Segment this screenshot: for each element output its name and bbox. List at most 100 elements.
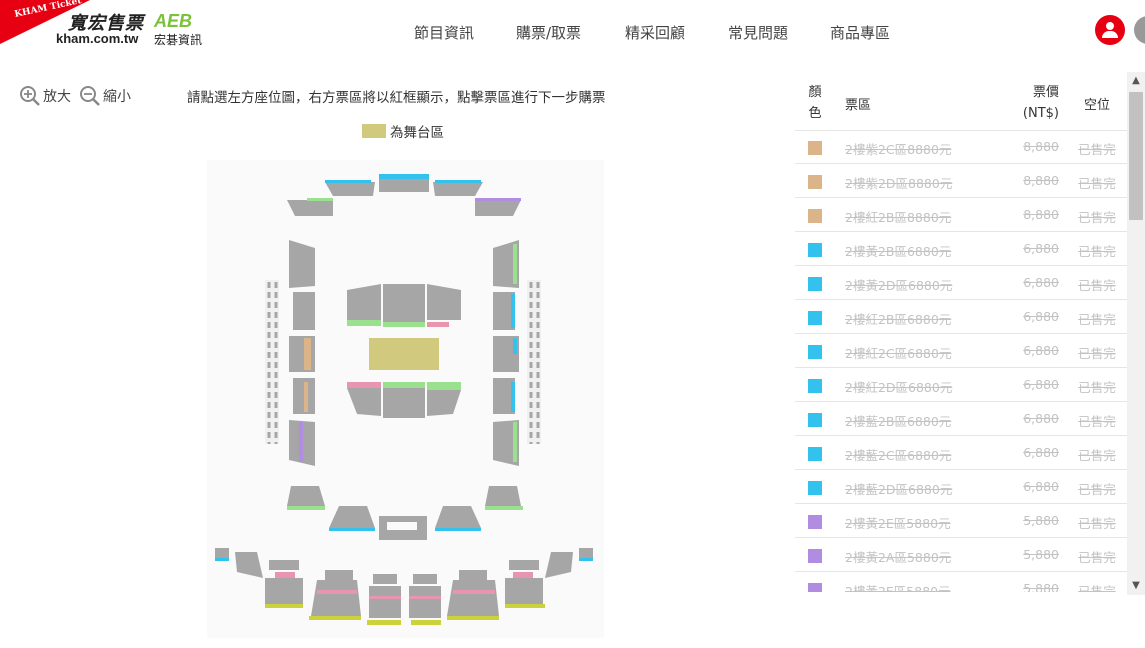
seat-section[interactable] <box>493 292 515 330</box>
seat-section[interactable] <box>447 580 499 616</box>
seat-section[interactable] <box>505 578 543 604</box>
seat-section[interactable] <box>511 294 515 328</box>
seat-section[interactable] <box>485 486 521 506</box>
seat-section[interactable] <box>325 182 375 196</box>
seat-section[interactable] <box>347 382 381 388</box>
seat-section[interactable] <box>411 620 441 625</box>
seat-section[interactable] <box>435 180 481 183</box>
seat-section[interactable] <box>265 578 303 604</box>
seat-section[interactable] <box>493 240 519 288</box>
nav-item-program-info[interactable]: 節目資訊 <box>414 24 475 42</box>
seat-section[interactable] <box>453 590 495 594</box>
seat-section[interactable] <box>383 388 425 418</box>
ticket-panel-scrollbar[interactable]: ▲ ▼ <box>1127 72 1145 595</box>
seat-section[interactable] <box>293 292 315 330</box>
seat-section[interactable] <box>435 528 481 531</box>
zoom-out-button[interactable]: 縮小 <box>79 85 131 107</box>
header-menu-icon[interactable] <box>1134 16 1145 44</box>
seat-section[interactable] <box>513 572 533 578</box>
seat-section[interactable] <box>287 200 333 216</box>
seat-section[interactable] <box>307 198 333 201</box>
nav-item-buy-tickets[interactable]: 購票/取票 <box>516 24 582 42</box>
seat-section[interactable] <box>347 284 381 320</box>
user-account-icon[interactable] <box>1095 15 1125 45</box>
scroll-up-arrow-icon[interactable]: ▲ <box>1132 75 1140 86</box>
seat-section[interactable] <box>579 558 593 561</box>
seat-section[interactable] <box>329 506 375 528</box>
seat-section[interactable] <box>287 486 325 506</box>
nav-item-merchandise[interactable]: 商品專區 <box>830 24 891 42</box>
seat-section[interactable] <box>215 548 229 560</box>
seat-section[interactable] <box>329 528 375 531</box>
scroll-down-arrow-icon[interactable]: ▼ <box>1132 580 1140 591</box>
seat-section[interactable] <box>513 338 517 354</box>
seat-section[interactable] <box>289 336 315 372</box>
seat-section[interactable] <box>513 244 517 284</box>
kham-logo[interactable]: KHAM Ticket 寬宏售票 kham.com.tw AEB 宏碁資訊 <box>0 0 220 60</box>
seat-section[interactable] <box>459 570 487 580</box>
seat-section[interactable] <box>304 338 311 370</box>
seat-section[interactable] <box>545 552 573 578</box>
seat-section[interactable] <box>325 180 371 183</box>
seat-section[interactable] <box>325 570 353 580</box>
scrollbar-thumb[interactable] <box>1129 92 1143 220</box>
seat-section[interactable] <box>215 558 229 561</box>
seat-section[interactable] <box>447 616 499 620</box>
seat-section[interactable] <box>235 552 263 578</box>
seat-section[interactable] <box>485 506 523 510</box>
nav-item-faq[interactable]: 常見問題 <box>728 24 789 42</box>
seat-section[interactable] <box>269 560 299 570</box>
seat-section[interactable] <box>347 388 381 416</box>
seat-section[interactable] <box>493 378 515 414</box>
seat-section[interactable] <box>513 422 517 462</box>
seat-section[interactable] <box>379 176 429 192</box>
seat-section[interactable] <box>433 182 483 196</box>
seat-section[interactable] <box>435 506 481 528</box>
seat-section[interactable] <box>475 198 521 201</box>
seat-section[interactable] <box>383 382 425 388</box>
seat-map-canvas[interactable] <box>207 160 604 638</box>
seat-section[interactable] <box>304 382 308 412</box>
seat-section[interactable] <box>367 620 401 625</box>
seat-section[interactable] <box>309 616 361 620</box>
seat-section[interactable] <box>317 590 357 594</box>
seat-section[interactable] <box>505 604 545 608</box>
seat-section[interactable] <box>509 560 539 570</box>
seat-section[interactable] <box>289 240 315 288</box>
seat-section[interactable] <box>373 574 397 584</box>
seat-section[interactable] <box>427 390 461 416</box>
seat-section[interactable] <box>427 322 449 327</box>
seat-section[interactable] <box>427 284 461 320</box>
seat-section[interactable] <box>369 596 401 599</box>
seat-section[interactable] <box>579 548 593 560</box>
zoom-in-button[interactable]: 放大 <box>19 85 71 107</box>
seat-section[interactable] <box>413 574 437 584</box>
seat-map[interactable] <box>207 160 604 638</box>
seat-section[interactable] <box>311 580 361 616</box>
seat-section[interactable] <box>427 382 461 390</box>
seat-section[interactable] <box>287 506 325 510</box>
seat-section[interactable] <box>409 586 441 618</box>
seat-section[interactable] <box>265 604 303 608</box>
seat-section[interactable] <box>383 284 425 322</box>
nav-item-highlights[interactable]: 精采回顧 <box>625 24 686 42</box>
seat-section[interactable] <box>299 422 303 462</box>
seat-section[interactable] <box>275 572 295 578</box>
seat-section[interactable] <box>475 200 521 216</box>
seat-section[interactable] <box>379 174 429 179</box>
seat-section[interactable] <box>409 596 441 599</box>
